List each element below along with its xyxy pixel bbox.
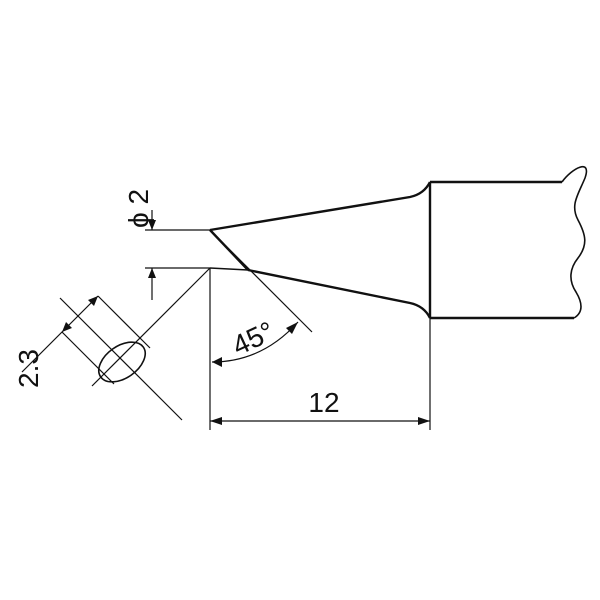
bevel-section: 2.3 (13, 267, 211, 421)
width-arrow-a (88, 296, 98, 306)
width-arrow-b (62, 322, 72, 332)
diameter-arrow-bottom (148, 268, 156, 278)
width-extension-b (61, 331, 115, 385)
angle-dimension: 45° (209, 229, 313, 367)
width-label: 2.3 (13, 349, 44, 388)
angle-arrow-right (286, 322, 298, 334)
length-arrow-left (210, 417, 222, 425)
length-label: 12 (308, 387, 339, 418)
shank-break-line (561, 165, 588, 319)
diameter-label: ϕ 2 (123, 189, 154, 228)
diameter-arrow-top (148, 220, 156, 230)
width-dim-line (21, 295, 99, 373)
tip-bevel-lower-edge (209, 267, 249, 271)
tip-upper-taper (209, 181, 432, 232)
bevel-extension-upper (59, 297, 183, 421)
angle-extension-line (209, 229, 313, 333)
tip-outline (209, 165, 588, 320)
bevel-axis-line (91, 267, 211, 387)
diameter-dimension: ϕ 2 (123, 189, 210, 300)
width-extension-a (97, 295, 151, 349)
angle-arrow-left (212, 357, 222, 367)
angle-label: 45° (227, 315, 278, 361)
bevel-ellipse (98, 341, 146, 383)
tip-lower-taper (247, 268, 432, 319)
length-dimension: 12 (209, 268, 431, 430)
length-arrow-right (418, 417, 430, 425)
